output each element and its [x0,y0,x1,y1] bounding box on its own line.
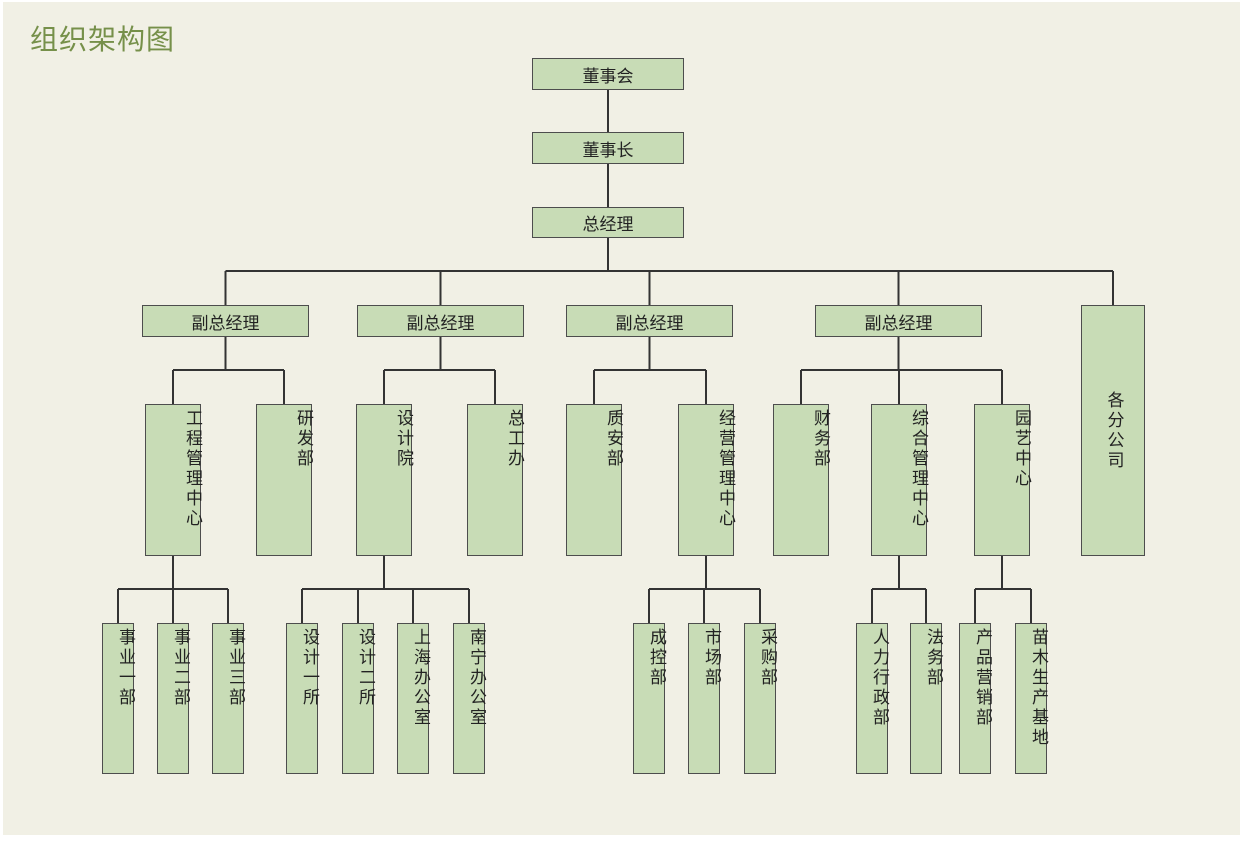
org-node-label: 人力行政部 [869,628,889,728]
org-node-label: 设计一所 [299,628,319,708]
org-node-label: 设计院 [393,409,413,469]
org-node-label: 园艺中心 [1011,409,1031,489]
org-node-label: 经营管理中心 [715,409,735,529]
org-node: 综合管理中心 [871,404,928,556]
org-node: 副总经理 [142,305,309,337]
org-node: 董事长 [532,132,684,164]
org-node: 经营管理中心 [678,404,735,556]
org-node-label: 南宁办公室 [466,628,486,728]
org-node: 总经理 [532,207,684,238]
org-node-label: 总经理 [582,215,634,235]
org-node: 研发部 [256,404,313,556]
org-node-label: 事业三部 [225,628,245,708]
org-node-label: 采购部 [757,628,777,688]
org-node: 园艺中心 [974,404,1031,556]
org-node: 成控部 [633,623,666,774]
org-node-label: 成控部 [646,628,666,688]
org-node-label: 产品营销部 [972,628,992,728]
org-node: 事业二部 [157,623,190,774]
org-node-label: 总工办 [504,409,524,469]
org-node-label: 研发部 [293,409,313,469]
org-node: 各分公司 [1081,305,1145,556]
org-node-label: 设计二所 [355,628,375,708]
org-node: 南宁办公室 [453,623,486,774]
org-node-label: 副总经理 [406,313,475,334]
org-node-label: 市场部 [701,628,721,688]
org-node: 人力行政部 [856,623,889,774]
org-node: 法务部 [910,623,943,774]
org-node: 质安部 [566,404,623,556]
org-node-label: 副总经理 [191,313,260,334]
org-node-label: 副总经理 [864,313,933,334]
org-node: 设计二所 [342,623,375,774]
org-node: 事业三部 [212,623,245,774]
org-node: 副总经理 [357,305,524,337]
org-node: 上海办公室 [397,623,430,774]
org-node: 总工办 [467,404,524,556]
org-node: 产品营销部 [959,623,992,774]
org-node-label: 苗木生产基地 [1028,628,1048,748]
org-node: 工程管理中心 [145,404,202,556]
org-node-label: 法务部 [923,628,943,688]
page-title: 组织架构图 [30,23,176,56]
org-node: 事业一部 [102,623,135,774]
org-node-label: 综合管理中心 [908,409,928,529]
org-node-label: 各分公司 [1103,390,1124,471]
org-node-label: 工程管理中心 [182,409,202,529]
org-node: 设计一所 [286,623,319,774]
org-node: 市场部 [688,623,721,774]
org-node-label: 副总经理 [615,313,684,334]
org-node: 副总经理 [815,305,982,337]
org-node-label: 董事长 [582,140,634,161]
org-node: 苗木生产基地 [1015,623,1048,774]
org-node-label: 上海办公室 [410,628,430,728]
org-node-label: 董事会 [582,66,634,87]
org-node-label: 财务部 [810,409,830,469]
org-node-label: 事业二部 [170,628,190,708]
org-node: 采购部 [744,623,777,774]
org-node: 财务部 [773,404,830,556]
org-node-label: 事业一部 [115,628,135,708]
org-node: 董事会 [532,58,684,90]
org-node: 设计院 [356,404,413,556]
org-node-label: 质安部 [603,409,623,469]
org-node: 副总经理 [566,305,733,337]
